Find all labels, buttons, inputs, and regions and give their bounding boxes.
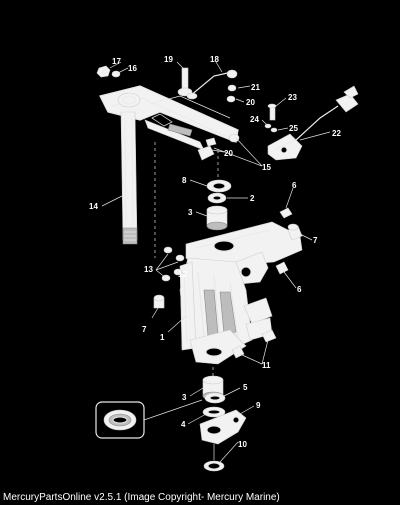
callout-6-right: 6	[297, 285, 302, 294]
callout-3-lower: 3	[182, 393, 187, 402]
screw-11-a	[231, 345, 245, 359]
callout-16: 16	[128, 64, 137, 73]
callout-2: 2	[250, 194, 255, 203]
callout-24: 24	[250, 115, 259, 124]
exploded-parts-diagram: 17 16 19 18 21 20 23 24 25 22 20 15 8 2 …	[89, 55, 359, 472]
steering-shaft	[120, 111, 138, 245]
callout-19: 19	[164, 55, 173, 64]
screw-11-b	[261, 329, 277, 343]
callout-22: 22	[332, 129, 341, 138]
callout-10: 10	[238, 440, 247, 449]
washer-20-upper	[226, 95, 236, 103]
callout-1: 1	[160, 333, 165, 342]
callout-13: 13	[144, 265, 153, 274]
screw-23	[267, 103, 277, 121]
bushing-3-upper	[206, 205, 228, 231]
trim-sensor-22	[267, 85, 359, 161]
bushing-13-a	[163, 246, 173, 254]
swivel-arm-assembly	[99, 85, 240, 151]
seal-2	[207, 192, 227, 204]
link-rod-18	[186, 69, 238, 100]
callout-9: 9	[256, 401, 261, 410]
plug-7-right	[287, 223, 303, 241]
spacer-20-lower	[197, 137, 217, 161]
callout-7-right: 7	[313, 236, 318, 245]
washer-25	[270, 127, 278, 133]
callout-12: 12	[178, 270, 187, 279]
washer-4	[202, 406, 226, 418]
steering-arm-9	[199, 409, 247, 445]
copyright-caption: MercuryPartsOnline v2.5.1 (Image Copyrig…	[3, 492, 280, 503]
callout-23: 23	[288, 93, 297, 102]
callout-14: 14	[89, 202, 98, 211]
plug-6-upper	[279, 207, 293, 219]
seal-detail-inset	[95, 399, 203, 439]
callout-8: 8	[182, 176, 187, 185]
callout-6-upper: 6	[292, 181, 297, 190]
washer-8	[206, 179, 232, 193]
callout-5: 5	[243, 383, 248, 392]
callout-3-upper: 3	[188, 208, 193, 217]
callout-7-left: 7	[142, 325, 147, 334]
nut-21	[227, 84, 237, 92]
callout-25: 25	[289, 124, 298, 133]
callout-21: 21	[251, 83, 260, 92]
callout-4: 4	[181, 420, 186, 429]
callout-11: 11	[262, 361, 271, 370]
callout-17: 17	[112, 57, 121, 66]
leader-lines	[101, 61, 331, 463]
bushing-7-left	[153, 294, 165, 309]
swivel-bracket	[179, 221, 303, 365]
callout-labels: 17 16 19 18 21 20 23 24 25 22 20 15 8 2 …	[89, 55, 341, 449]
ring-10	[203, 460, 225, 472]
seal-5	[204, 392, 226, 404]
callout-15: 15	[262, 163, 271, 172]
washer-16	[111, 70, 121, 78]
callout-20-upper: 20	[246, 98, 255, 107]
callout-20-lower: 20	[224, 149, 233, 158]
bushing-13-b	[175, 254, 185, 262]
plug-6-right	[275, 261, 289, 275]
callout-18: 18	[210, 55, 219, 64]
bolt-17	[96, 65, 111, 78]
bolt-19	[177, 67, 193, 97]
